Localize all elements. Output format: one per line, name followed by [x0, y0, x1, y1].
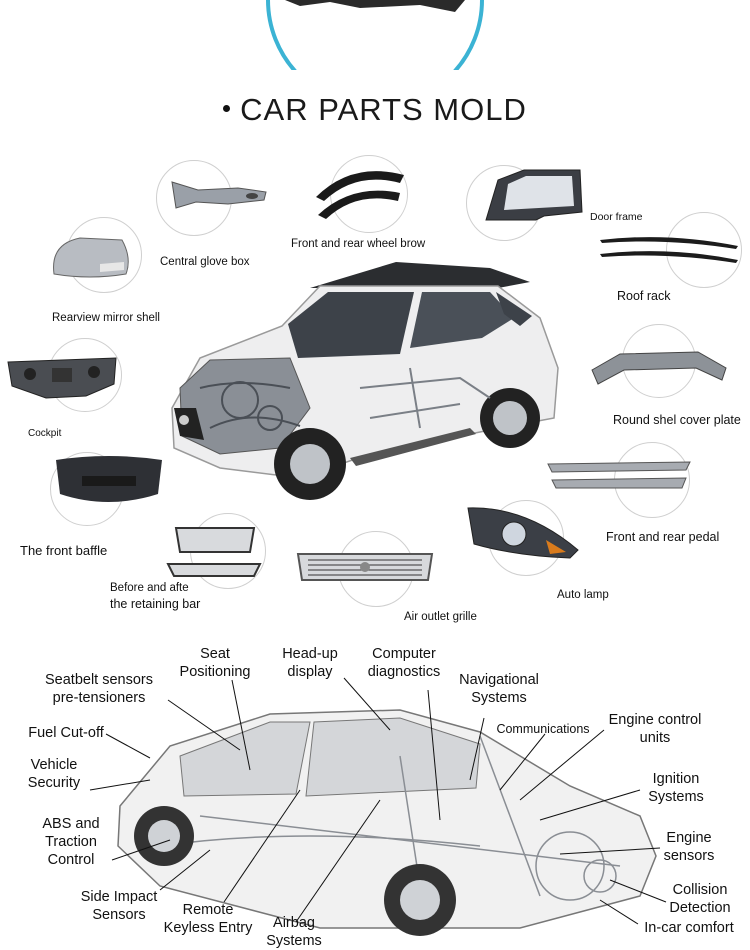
- cockpit-image: [7, 357, 117, 399]
- front-baffle-image: [56, 456, 162, 502]
- label-cockpit: Cockpit: [28, 428, 62, 439]
- sedan-illustration: [117, 709, 657, 936]
- mirror-image: [53, 237, 129, 278]
- door-frame-image: [485, 169, 583, 221]
- label-wheel-brow: Front and rear wheel brow: [291, 238, 426, 250]
- suv-roof: [310, 262, 530, 288]
- auto-lamp-image: [467, 507, 579, 559]
- label-retaining-bar-1: Before and afte: [110, 582, 189, 594]
- label-rearview-mirror: Rearview mirror shell: [52, 312, 160, 324]
- label-central-glove-box: Central glove box: [160, 256, 250, 268]
- label-retaining-bar-2: the retaining bar: [110, 597, 201, 611]
- bullet-icon: [223, 105, 231, 113]
- label-pedal: Front and rear pedal: [606, 530, 720, 544]
- label-door-frame: Door frame: [590, 211, 643, 223]
- top-circle-decoration: [266, 0, 484, 70]
- label-incar-comfort: In-car comfort: [644, 920, 734, 936]
- suv-illustration: [171, 262, 559, 500]
- wheel-brow-image: [316, 171, 404, 219]
- grille-image: [296, 553, 434, 581]
- pointer-lines: [89, 677, 667, 925]
- roof-rack-image: [600, 237, 738, 263]
- roof-rack-circle: [666, 212, 742, 288]
- label-air-grille: Air outlet grille: [404, 611, 477, 623]
- retaining-bar-image: [166, 527, 262, 577]
- glove-box-image: [171, 181, 267, 209]
- label-front-baffle: The front baffle: [20, 543, 108, 558]
- page-title: CAR PARTS MOLD: [0, 92, 750, 128]
- label-roof-rack: Roof rack: [617, 289, 671, 303]
- label-communications: Communications: [496, 722, 590, 736]
- label-auto-lamp: Auto lamp: [557, 589, 609, 601]
- pedal-image: [547, 461, 691, 489]
- label-round-shel: Round shel cover plate: [613, 413, 741, 427]
- label-fuel-cutoff: Fuel Cut-off: [28, 725, 104, 741]
- round-shel-image: [591, 351, 727, 385]
